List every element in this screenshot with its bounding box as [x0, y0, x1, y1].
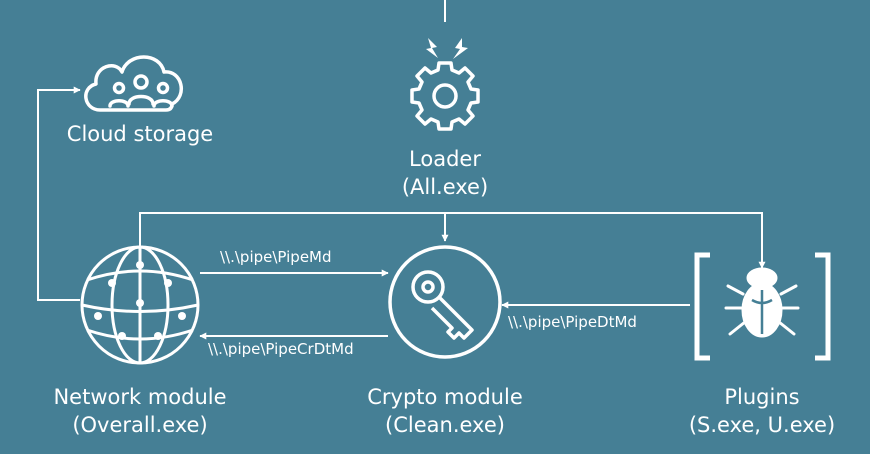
cloud-storage-label: Cloud storage — [66, 122, 214, 146]
plugins-label: Plugins — [724, 385, 800, 409]
key-icon — [388, 245, 502, 359]
plugins-file-label: (S.exe, U.exe) — [688, 413, 836, 437]
crypto-module-label: Crypto module — [367, 385, 523, 409]
crypto-module-file-label: (Clean.exe) — [385, 413, 505, 437]
loader-label: Loader — [409, 147, 481, 171]
pipe-dtmd-label: \\.\pipe\PipeDtMd — [508, 313, 637, 331]
loader-file-label: (All.exe) — [401, 175, 489, 199]
distribution-bus — [139, 212, 766, 269]
cloud-users-icon — [84, 55, 183, 112]
network-module-label: Network module — [53, 385, 227, 409]
bug-icon — [694, 252, 831, 361]
pipe-crdtmd-label: \\.\pipe\PipeCrDtMd — [208, 340, 354, 358]
network-nodes — [94, 261, 186, 340]
network-module-file-label: (Overall.exe) — [72, 413, 208, 437]
pipe-md-label: \\.\pipe\PipeMd — [220, 248, 332, 266]
gear-icon — [410, 61, 480, 131]
network-to-cloud-edge — [37, 86, 81, 301]
lightning-icon — [426, 38, 468, 59]
